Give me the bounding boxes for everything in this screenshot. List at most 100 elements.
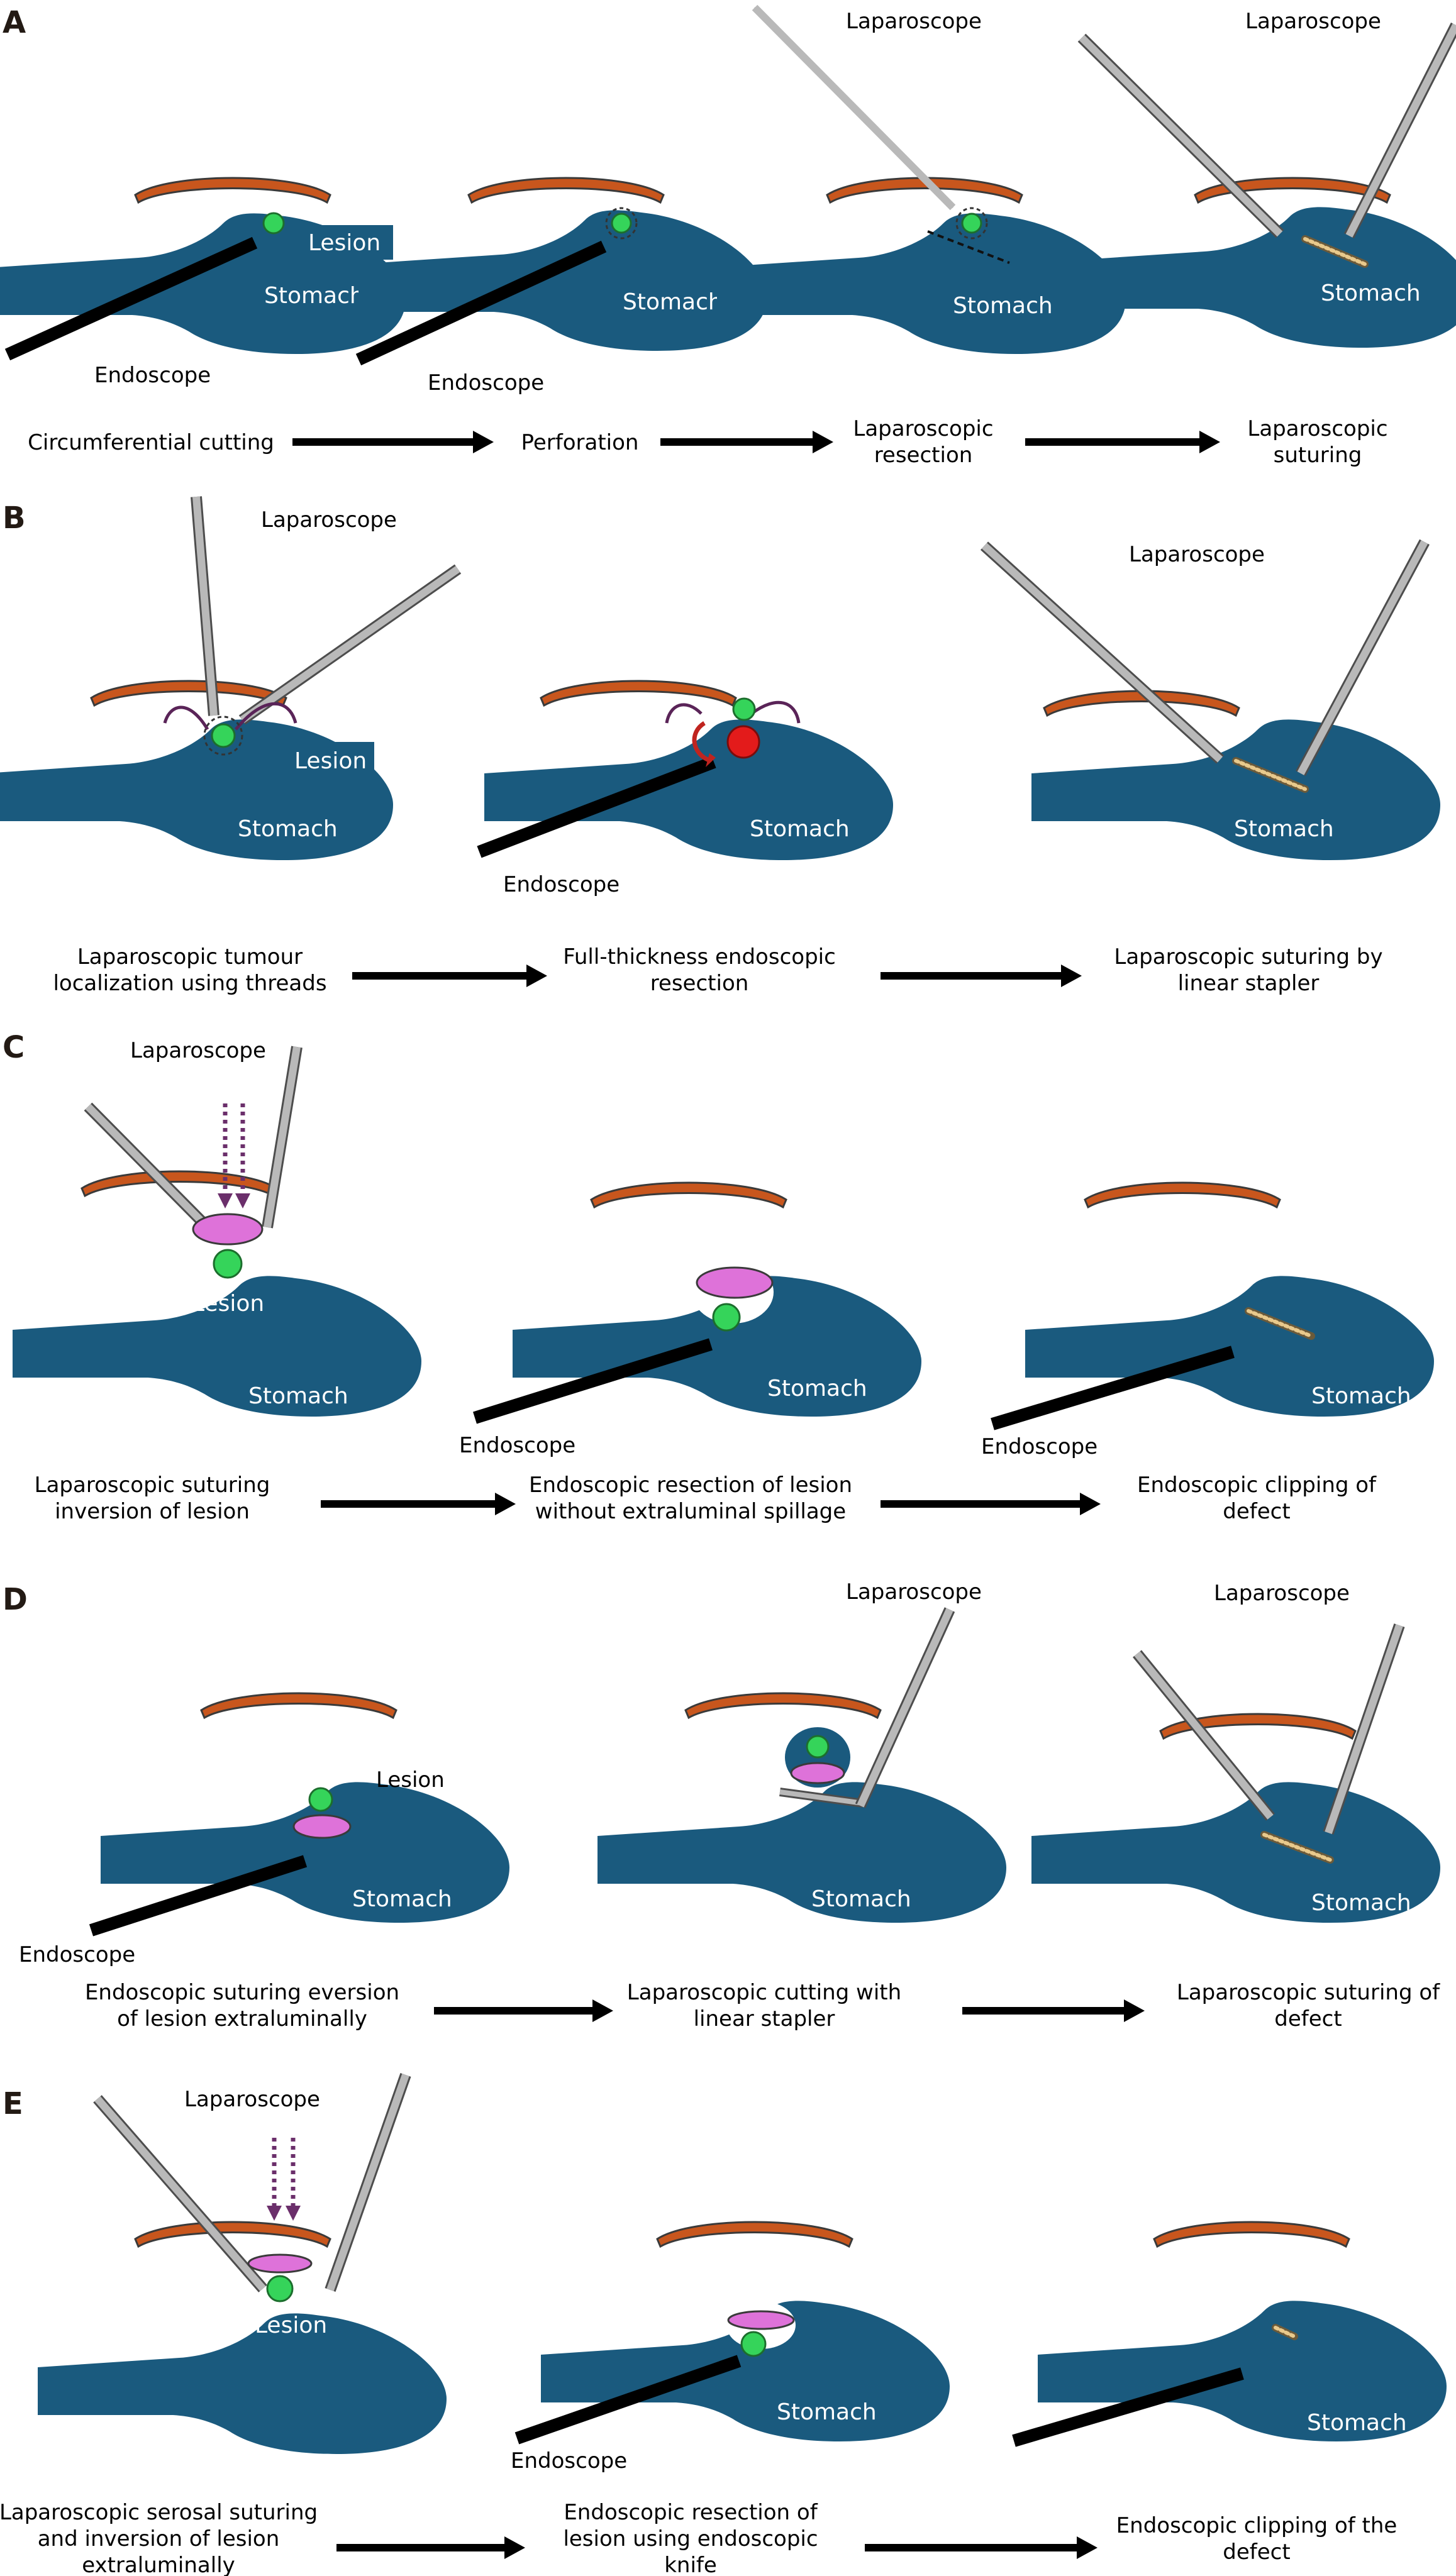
endoscope-label: Endoscope — [94, 363, 211, 388]
inversion-arrowhead — [218, 1193, 233, 1208]
inversion-arrowhead — [286, 2206, 301, 2221]
panel-e3: Stomach — [1012, 2221, 1447, 2447]
lesion-label: Lesion — [308, 230, 381, 256]
stomach-label: Stomach — [264, 283, 364, 309]
panel-c2: Stomach Endoscope — [459, 1181, 921, 1458]
stomach-label: Stomach — [352, 1886, 452, 1912]
inverted-tissue — [247, 2253, 313, 2274]
stomach-shape — [597, 1782, 1006, 1923]
laparoscope-shaft — [981, 543, 1223, 763]
section-letter: E — [3, 2086, 23, 2121]
resection-arrow — [692, 721, 712, 763]
flow-arrow — [352, 965, 547, 987]
lesion-marker — [266, 2275, 294, 2302]
inversion-arrowhead — [267, 2206, 282, 2221]
everted-tissue — [292, 1814, 352, 1839]
laparoscope-shaft — [240, 566, 460, 723]
clip-stitches — [1274, 2326, 1296, 2338]
laparoscope-shaft — [85, 1103, 216, 1235]
endoscope-label: Endoscope — [19, 1942, 135, 1967]
section-e: E Lesion Laparoscope Stomach — [0, 2073, 1447, 2576]
section-letter: B — [3, 500, 26, 536]
perforation-ring — [605, 207, 638, 240]
lesion-marker — [961, 213, 982, 234]
laparoscope-shaft — [1079, 35, 1283, 237]
stomach-label: Stomach — [1311, 1383, 1411, 1409]
inverted-tissue — [192, 1213, 264, 1246]
thread-left — [665, 703, 703, 724]
resection-arrowhead — [706, 753, 716, 767]
stomach-label: Stomach — [248, 1383, 348, 1409]
resection-line — [927, 230, 1010, 264]
laparoscope-shaft — [1297, 540, 1428, 775]
linear-stapler-jaw — [779, 1789, 864, 1806]
panel-b2: Stomach Endoscope — [477, 680, 893, 897]
lesion-label: Lesion — [192, 1291, 264, 1317]
lesion-label: Lesion — [255, 2313, 327, 2338]
lesion-marker — [262, 212, 285, 235]
endoscope-label: Endoscope — [503, 872, 620, 897]
laparoscope-label: Laparoscope — [130, 1038, 266, 1063]
stomach-label: Stomach — [953, 293, 1053, 319]
stomach-label: Stomach — [238, 816, 338, 842]
laparoscope-label: Laparoscope — [1245, 9, 1381, 34]
panel-a4: Stomach Laparoscope — [1063, 9, 1456, 348]
endoscope-instrument — [514, 2355, 742, 2445]
clip-stitches — [1247, 1309, 1313, 1338]
lesion-marker — [213, 1249, 243, 1279]
laparoscope-shaft — [192, 496, 218, 716]
laparoscope-label: Laparoscope — [846, 9, 982, 34]
endoscope-instrument — [89, 1855, 308, 1937]
everted-tissue — [790, 1762, 845, 1784]
endoscope-label: Endoscope — [459, 1433, 575, 1458]
endoscope-label: Endoscope — [428, 370, 544, 395]
laparoscope-shaft — [326, 2074, 409, 2291]
thread-right — [235, 702, 297, 731]
panel-e1: Lesion Laparoscope — [38, 2073, 447, 2454]
resected-lesion-marker — [726, 725, 760, 759]
lesion-label-patch — [277, 742, 374, 777]
stomach-label: Stomach — [777, 2399, 877, 2425]
thread-right — [750, 700, 801, 724]
section-b: B Lesion Stomach Laparoscope — [0, 496, 1440, 996]
laparoscope-shaft — [264, 1046, 301, 1228]
flow-arrow — [865, 2536, 1098, 2559]
stomach-label: Stomach — [750, 816, 850, 842]
section-letter: A — [3, 5, 26, 40]
abdominal-wall — [90, 680, 287, 707]
abdominal-wall — [590, 1181, 787, 1208]
laparoscope-label: Laparoscope — [1129, 542, 1265, 567]
panel-a2: Stomach Endoscope — [355, 177, 767, 395]
flow-arrow — [881, 965, 1082, 987]
suture-stitches — [1303, 237, 1367, 266]
lesion-marker — [308, 1787, 333, 1812]
endoscope-label: Endoscope — [511, 2448, 627, 2474]
laparoscope-shaft — [1134, 1651, 1274, 1820]
lesion-marker — [712, 1303, 741, 1332]
endoscope-instrument — [477, 756, 716, 858]
lesion-label: Lesion — [294, 748, 367, 774]
panel-c1: Lesion Stomach Laparoscope — [13, 1038, 421, 1417]
endoscope-instrument — [4, 236, 258, 361]
abdominal-wall — [1153, 2221, 1350, 2248]
panel-b1: Lesion Stomach Laparoscope — [0, 496, 462, 860]
laparoscope-shaft — [94, 2096, 266, 2291]
laparoscope-label: Laparoscope — [1214, 1581, 1350, 1606]
flow-arrow — [336, 2536, 525, 2559]
abdominal-wall — [200, 1692, 397, 1719]
inverted-tissue — [727, 2310, 795, 2330]
panel-c3: Stomach Endoscope — [981, 1181, 1434, 1459]
abdominal-wall — [1084, 1181, 1281, 1208]
endoscope-instrument — [355, 240, 607, 366]
lesion-label-patch — [292, 225, 393, 260]
laparoscope-shaft — [1345, 23, 1456, 238]
